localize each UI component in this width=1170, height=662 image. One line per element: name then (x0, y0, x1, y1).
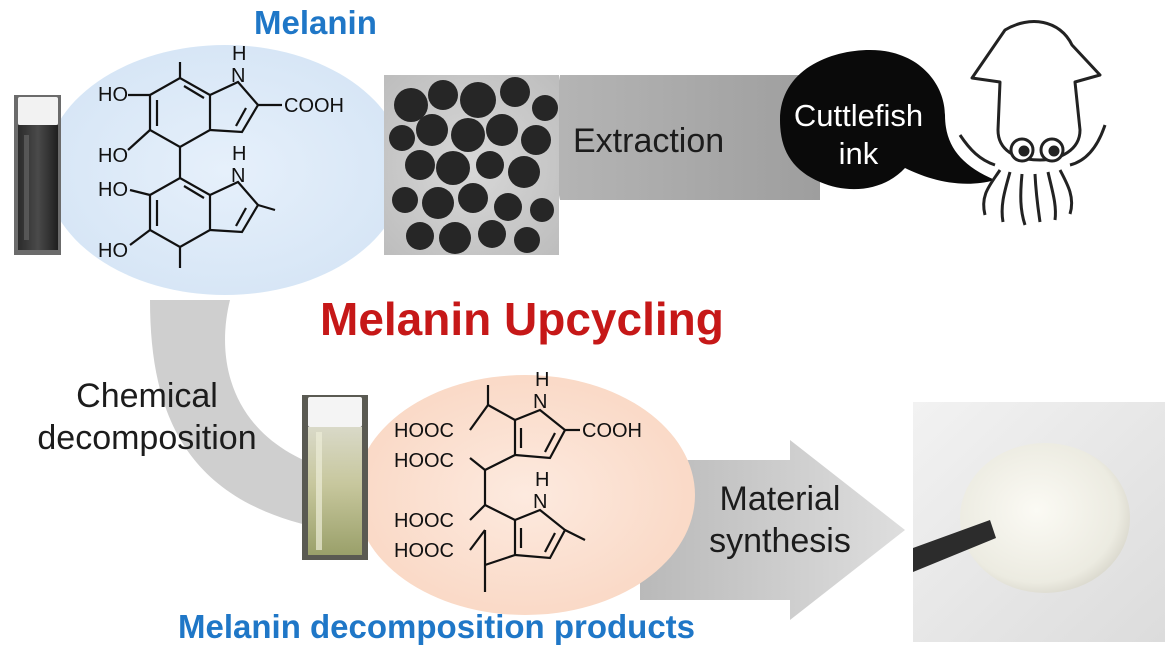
melanin-ho-1: HO (98, 84, 128, 106)
products-hooc-3: HOOC (394, 510, 454, 532)
melanin-cooh: COOH (284, 95, 344, 117)
synthesis-label-line1: Material (719, 480, 841, 518)
vial-dark-icon (14, 95, 61, 255)
synthesis-label: Material synthesis (690, 478, 870, 562)
tweezers-icon (913, 520, 996, 572)
products-bubble (355, 375, 695, 615)
vial-light-icon (302, 395, 368, 560)
melanin-title: Melanin (254, 4, 377, 41)
melanin-bubble (45, 45, 405, 295)
ink-blob (780, 50, 995, 190)
products-h-2: H (535, 469, 549, 491)
extraction-label: Extraction (573, 122, 725, 160)
melanin-h-2: H (232, 143, 246, 165)
products-n-1: N (533, 391, 547, 413)
decomposition-label-line1: Chemical (76, 377, 218, 415)
products-title: Melanin decomposition products (178, 608, 696, 645)
products-hooc-4: HOOC (394, 540, 454, 562)
material-photo (913, 402, 1165, 642)
products-hooc-2: HOOC (394, 450, 454, 472)
products-structure (469, 385, 586, 592)
ink-label: Cuttlefish ink (776, 97, 941, 173)
synthesis-label-line2: synthesis (709, 522, 851, 560)
upcycling-title: Melanin Upcycling (320, 293, 724, 345)
melanin-n-2: N (231, 165, 245, 187)
melanin-n-1: N (231, 65, 245, 87)
melanin-ho-3: HO (98, 179, 128, 201)
material-disc (960, 443, 1130, 593)
products-hooc-1: HOOC (394, 420, 454, 442)
decomposition-label-line2: decomposition (37, 419, 257, 457)
synthesis-arrow (640, 440, 905, 620)
melanin-structure (127, 62, 282, 268)
products-h-1: H (535, 369, 549, 391)
tem-image (384, 75, 559, 255)
cuttlefish-icon (958, 20, 1107, 226)
melanin-ho-4: HO (98, 240, 128, 262)
ink-label-line2: ink (838, 136, 879, 171)
melanin-ho-2: HO (98, 145, 128, 167)
products-n-2: N (533, 491, 547, 513)
extraction-arrow (550, 75, 820, 200)
melanin-h-1: H (232, 43, 246, 65)
products-cooh: COOH (582, 420, 642, 442)
ink-label-line1: Cuttlefish (793, 98, 924, 133)
decomposition-label: Chemical decomposition (12, 375, 282, 459)
